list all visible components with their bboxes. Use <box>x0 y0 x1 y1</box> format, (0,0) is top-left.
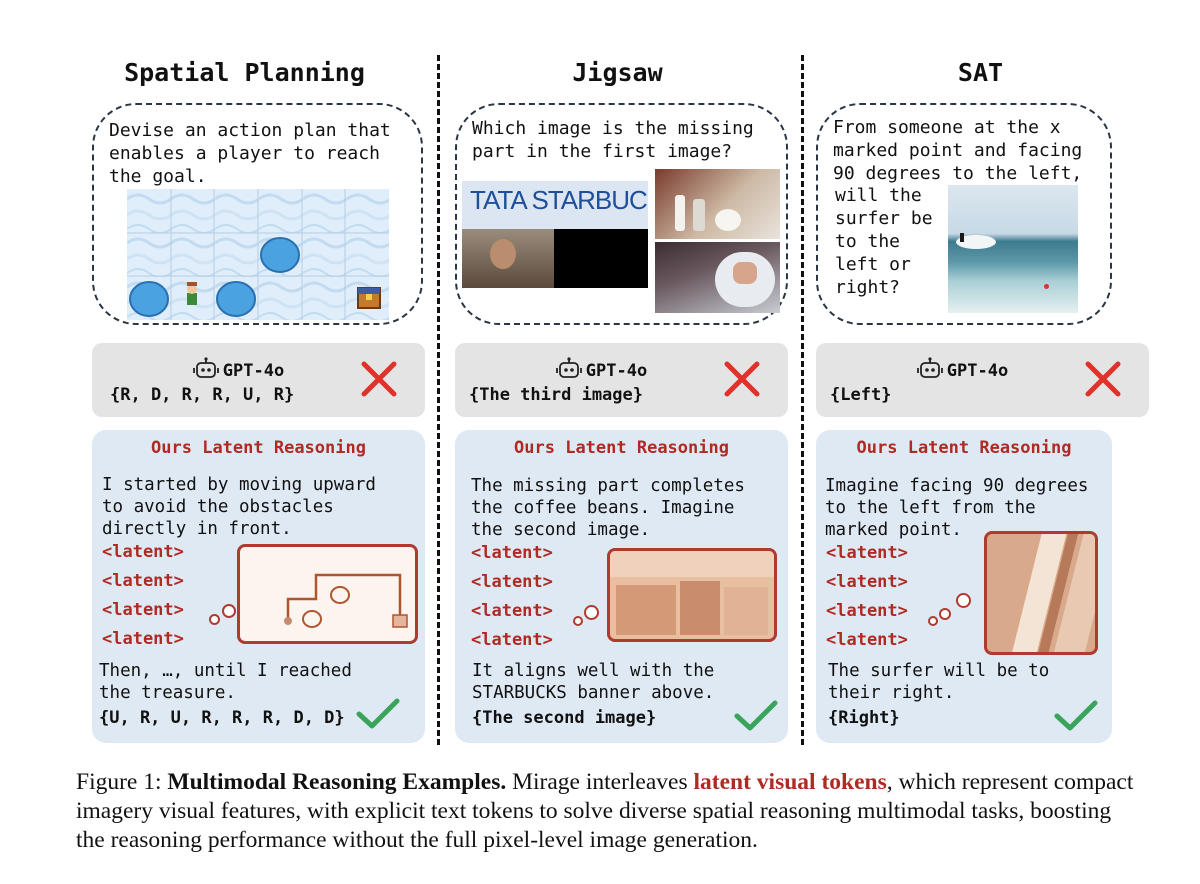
ours-title: Ours Latent Reasoning <box>514 438 729 458</box>
question-box: Which image is the missing part in the f… <box>455 103 788 325</box>
latent-token: <latent> <box>826 543 908 563</box>
gpt4o-answer-box: GPT-4o {R, D, R, R, U, R} <box>92 343 425 417</box>
final-answer: {Right} <box>828 708 900 728</box>
panel-jigsaw: Jigsaw Which image is the missing part i… <box>455 0 800 760</box>
latent-token: <latent> <box>471 543 553 563</box>
latent-token: <latent> <box>826 601 908 621</box>
latent-reasoning-box: Ours Latent Reasoning I started by movin… <box>92 430 425 743</box>
model-answer: {R, D, R, R, U, R} <box>110 385 295 405</box>
x-mark-icon <box>361 361 397 397</box>
model-answer: {Left} <box>830 385 892 405</box>
latent-token: <latent> <box>102 629 184 649</box>
model-name: GPT-4o <box>796 357 1129 381</box>
model-name: GPT-4o <box>72 357 405 381</box>
latent-token: <latent> <box>471 601 553 621</box>
main-jigsaw-image: TATA STARBUC <box>462 181 648 288</box>
thought-bubble-icon <box>209 614 220 625</box>
reasoning-end: It aligns well with the STARBUCKS banner… <box>472 661 715 703</box>
caption-text-1: Mirage interleaves <box>506 769 694 795</box>
caption-highlight: latent visual tokens <box>693 769 887 795</box>
panel-title: SAT <box>957 58 1004 87</box>
panel-title: Jigsaw <box>572 58 663 87</box>
panel-spatial-planning: Spatial Planning Devise an action plan t… <box>92 0 437 760</box>
banner-text: TATA STARBUC <box>470 185 648 215</box>
x-mark-icon <box>1085 361 1121 397</box>
gpt4o-answer-box: GPT-4o {Left} <box>816 343 1149 417</box>
check-mark-icon <box>356 698 400 729</box>
latent-visual-thumbnail <box>237 544 418 644</box>
reasoning-start: The missing part completes the coffee be… <box>471 476 745 540</box>
caption-bold: Multimodal Reasoning Examples. <box>167 769 507 795</box>
latent-visual-thumbnail <box>607 548 777 642</box>
thought-bubble-icon <box>928 616 938 626</box>
question-box: From someone at the x marked point and f… <box>816 103 1112 325</box>
robot-icon <box>192 357 219 378</box>
hole-obstacle <box>260 237 300 273</box>
hole-obstacle <box>129 281 169 317</box>
robot-icon <box>916 357 943 378</box>
question-text-side: will the surfer be to the left or right? <box>835 185 933 298</box>
ours-title: Ours Latent Reasoning <box>856 438 1072 458</box>
reasoning-start: I started by moving upward to avoid the … <box>102 475 376 539</box>
latent-reasoning-box: Ours Latent Reasoning The missing part c… <box>455 430 788 743</box>
thought-bubble-icon <box>939 608 951 620</box>
latent-token: <latent> <box>826 572 908 592</box>
latent-token: <latent> <box>102 571 184 591</box>
final-answer: {U, R, U, R, R, R, D, D} <box>99 708 345 728</box>
latent-token: <latent> <box>102 542 184 562</box>
model-name: GPT-4o <box>435 357 768 381</box>
treasure-chest-sprite <box>357 287 381 309</box>
reasoning-end: Then, …, until I reached the treasure. <box>99 661 352 703</box>
check-mark-icon <box>734 700 778 731</box>
reasoning-start: Imagine facing 90 degrees to the left fr… <box>825 476 1089 540</box>
model-label: GPT-4o <box>946 361 1009 381</box>
hole-obstacle <box>216 281 256 317</box>
caption-prefix: Figure 1: <box>76 769 168 795</box>
gpt4o-answer-box: GPT-4o {The third image} <box>455 343 788 417</box>
ours-title: Ours Latent Reasoning <box>151 438 366 458</box>
thought-bubble-icon <box>956 593 971 608</box>
thought-bubble-icon <box>584 605 599 620</box>
question-box: Devise an action plan that enables a pla… <box>92 103 423 325</box>
question-text: Which image is the missing part in the f… <box>472 118 754 162</box>
question-text: Devise an action plan that enables a pla… <box>109 120 391 187</box>
panel-sat: SAT From someone at the x marked point a… <box>816 0 1161 760</box>
latent-token: <latent> <box>826 630 908 650</box>
panel-title: Spatial Planning <box>124 58 365 87</box>
latent-visual-thumbnail <box>984 531 1098 655</box>
latent-token: <latent> <box>471 630 553 650</box>
thought-bubble-icon <box>573 616 583 626</box>
robot-icon <box>555 357 582 378</box>
option-image-1 <box>655 169 780 239</box>
grid-world-svg <box>127 189 389 320</box>
reasoning-end: The surfer will be to their right. <box>828 661 1050 703</box>
latent-reasoning-box: Ours Latent Reasoning Imagine facing 90 … <box>816 430 1112 743</box>
panel-divider <box>437 55 440 745</box>
player-sprite <box>187 282 197 305</box>
surfer-photo <box>948 185 1078 313</box>
model-label: GPT-4o <box>222 361 285 381</box>
model-label: GPT-4o <box>585 361 648 381</box>
option-image-2 <box>655 242 780 313</box>
thought-bubble-icon <box>222 604 236 618</box>
x-mark-icon <box>724 361 760 397</box>
question-text: From someone at the x marked point and f… <box>833 117 1083 184</box>
latent-token: <latent> <box>102 600 184 620</box>
figure-caption: Figure 1: Multimodal Reasoning Examples.… <box>76 768 1136 855</box>
latent-token: <latent> <box>471 572 553 592</box>
check-mark-icon <box>1054 700 1098 731</box>
panel-divider <box>801 55 804 745</box>
caption-text-2: , which represent compact imagery visual… <box>76 769 1134 853</box>
latent-path-sketch <box>284 573 408 628</box>
missing-region <box>554 229 648 288</box>
grid-world-image <box>127 189 389 320</box>
person-face <box>490 239 516 269</box>
final-answer: {The second image} <box>472 708 657 728</box>
model-answer: {The third image} <box>469 385 643 405</box>
